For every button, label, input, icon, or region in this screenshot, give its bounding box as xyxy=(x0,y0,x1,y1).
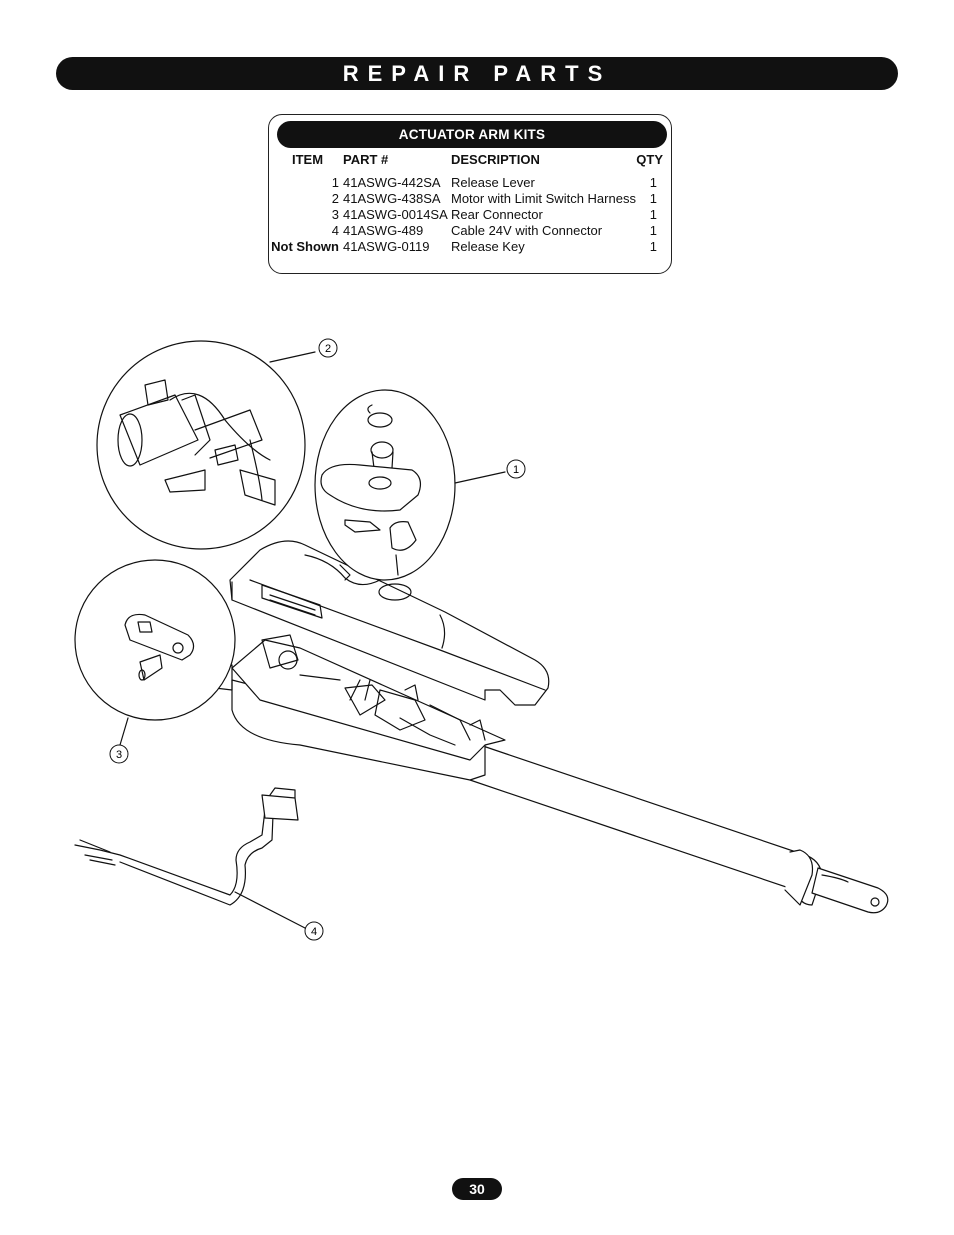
row-part: 41ASWG-0119 xyxy=(343,239,430,254)
table-row: 3 41ASWG-0014SA Rear Connector 1 xyxy=(269,207,671,223)
motor-detail-circle xyxy=(96,340,306,550)
row-description: Cable 24V with Connector xyxy=(451,223,603,238)
header-item: ITEM xyxy=(292,152,324,167)
header-part: PART # xyxy=(343,152,389,167)
release-lever-detail-circle xyxy=(314,389,456,581)
row-description: Release Lever xyxy=(451,175,535,190)
callout-label: 3 xyxy=(116,749,122,761)
rear-connector-detail-circle xyxy=(74,559,236,721)
callout-2: 2 xyxy=(318,338,338,358)
page-number-text: 30 xyxy=(469,1181,485,1197)
row-qty: 1 xyxy=(649,223,657,238)
header-qty: QTY xyxy=(636,152,663,167)
callout-4: 4 xyxy=(304,921,324,941)
actuator-housing-cover xyxy=(229,540,550,706)
leader-line-2 xyxy=(269,351,316,363)
table-row: 4 41ASWG-489 Cable 24V with Connector 1 xyxy=(269,223,671,239)
callout-1: 1 xyxy=(506,459,526,479)
table-row: 2 41ASWG-438SA Motor with Limit Switch H… xyxy=(269,191,671,207)
leader-line-3 xyxy=(119,717,129,746)
callout-label: 4 xyxy=(311,926,317,938)
actuator-arm-tube xyxy=(469,744,889,914)
row-part: 41ASWG-438SA xyxy=(343,191,441,206)
row-item: 3 xyxy=(331,207,339,222)
kit-title: ACTUATOR ARM KITS xyxy=(277,121,667,148)
row-item: 1 xyxy=(331,175,339,190)
leader-line-1 xyxy=(454,471,506,484)
row-item: 2 xyxy=(331,191,339,206)
parts-kit-table: ACTUATOR ARM KITS ITEM PART # DESCRIPTIO… xyxy=(268,114,672,274)
callout-label: 1 xyxy=(513,464,519,476)
row-part: 41ASWG-0014SA xyxy=(343,207,448,222)
callout-3: 3 xyxy=(109,744,129,764)
row-description: Release Key xyxy=(451,239,525,254)
table-row: Not Shown 41ASWG-0119 Release Key 1 xyxy=(269,239,671,255)
row-qty: 1 xyxy=(649,175,657,190)
row-item: Not Shown xyxy=(271,239,339,254)
header-description: DESCRIPTION xyxy=(451,152,540,167)
row-qty: 1 xyxy=(649,191,657,206)
row-description: Motor with Limit Switch Harness xyxy=(451,191,636,206)
actuator-housing-base xyxy=(214,634,506,781)
callout-label: 2 xyxy=(325,343,331,355)
page-number: 30 xyxy=(452,1178,502,1200)
banner-title: REPAIR PARTS xyxy=(342,60,612,86)
table-row: 1 41ASWG-442SA Release Lever 1 xyxy=(269,175,671,191)
row-qty: 1 xyxy=(649,239,657,254)
row-part: 41ASWG-489 xyxy=(343,223,424,238)
row-qty: 1 xyxy=(649,207,657,222)
row-part: 41ASWG-442SA xyxy=(343,175,441,190)
kit-title-text: ACTUATOR ARM KITS xyxy=(398,127,546,142)
row-description: Rear Connector xyxy=(451,207,543,222)
row-item: 4 xyxy=(331,223,339,238)
power-cable xyxy=(74,787,299,906)
leader-line-4 xyxy=(234,891,306,929)
page-banner: REPAIR PARTS xyxy=(56,57,898,90)
